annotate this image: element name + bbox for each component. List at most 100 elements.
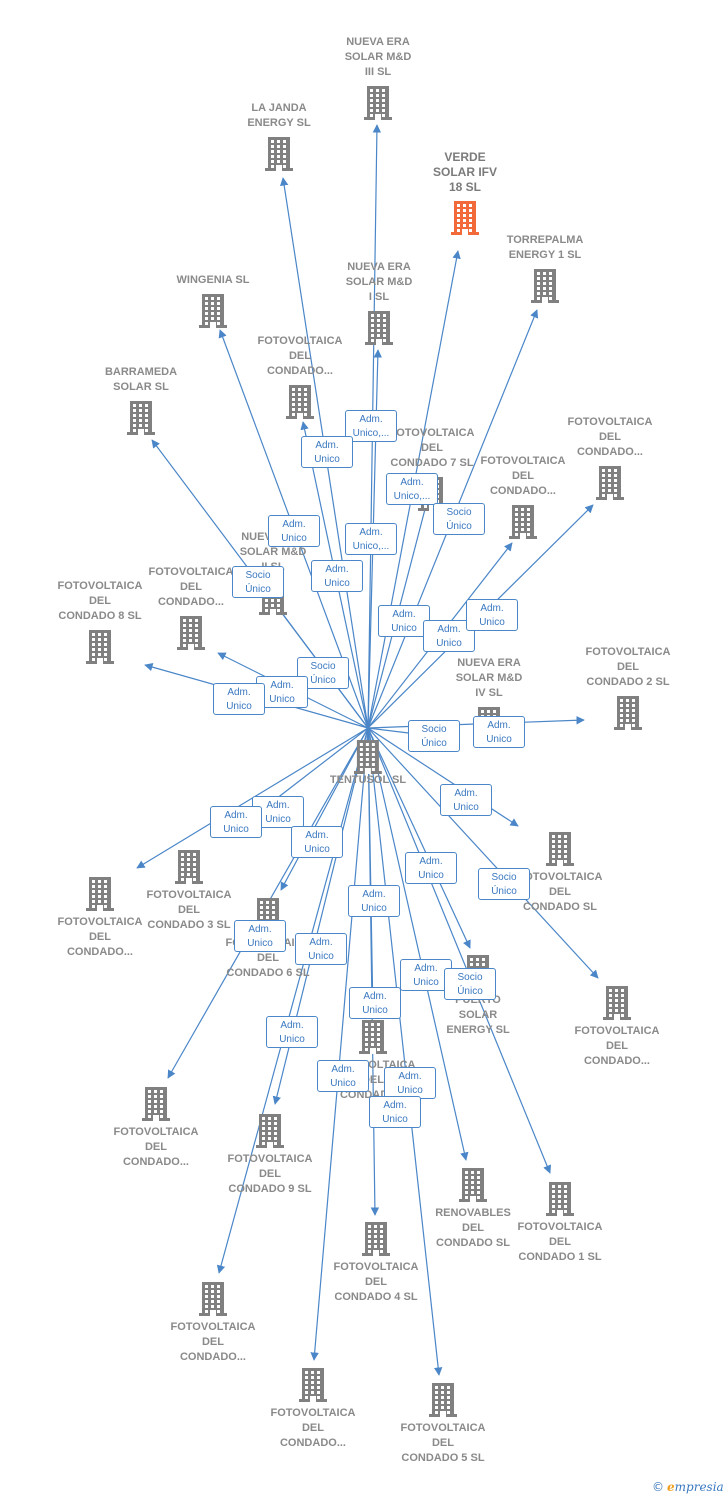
building-icon — [603, 986, 631, 1020]
company-label: FOTOVOLTAICA DEL CONDADO... — [567, 416, 653, 458]
building-icon — [509, 505, 537, 539]
relation-badge-r28[interactable]: Adm. Unico — [349, 987, 401, 1019]
company-node-nueva-era-i[interactable]: NUEVA ERA SOLAR M&D I SL — [314, 260, 444, 345]
relation-badge-r16[interactable]: Adm. Unico — [473, 716, 525, 748]
company-label: FOTOVOLTAICA DEL CONDADO... — [574, 1025, 660, 1067]
company-label: NUEVA ERA SOLAR M&D I SL — [345, 261, 413, 303]
building-icon — [142, 1087, 170, 1121]
building-icon — [359, 1020, 387, 1054]
company-label: FOTOVOLTAICA DEL CONDADO 5 SL — [400, 1422, 486, 1464]
company-label: FOTOVOLTAICA DEL CONDADO... — [257, 335, 343, 377]
company-label: LA JANDA ENERGY SL — [247, 102, 311, 129]
relation-badge-r22[interactable]: Socio Único — [478, 868, 530, 900]
company-label: FOTOVOLTAICA DEL CONDADO 4 SL — [333, 1261, 419, 1303]
company-label: FOTOVOLTAICA DEL CONDADO 7 SL — [389, 427, 475, 469]
building-icon — [451, 201, 479, 235]
company-node-wingenia[interactable]: WINGENIA SL — [148, 273, 278, 328]
company-label: TORREPALMA ENERGY 1 SL — [506, 234, 584, 261]
building-icon — [546, 832, 574, 866]
relation-badge-r15[interactable]: Socio Único — [408, 720, 460, 752]
company-node-fv-condado-a[interactable]: FOTOVOLTAICA DEL CONDADO... — [235, 334, 365, 419]
company-label: NUEVA ERA SOLAR M&D III SL — [344, 36, 412, 78]
building-icon — [256, 1114, 284, 1148]
company-node-fv-condado-d[interactable]: FOTOVOLTAICA DEL CONDADO... — [126, 565, 256, 650]
copyright-icon: © — [652, 1480, 664, 1494]
building-icon — [364, 86, 392, 120]
relation-badge-r6[interactable]: Adm. Unico,... — [345, 523, 397, 555]
company-label: FOTOVOLTAICA DEL CONDADO... — [170, 1321, 256, 1363]
edge-fv-condado-6 — [280, 727, 369, 891]
relation-badge-r1[interactable]: Adm. Unico,... — [345, 410, 397, 442]
company-label: FOTOVOLTAICA DEL CONDADO... — [57, 916, 143, 958]
relation-badge-r2[interactable]: Adm. Unico — [301, 436, 353, 468]
company-node-torrepalma[interactable]: TORREPALMA ENERGY 1 SL — [480, 233, 610, 303]
relation-badge-r8[interactable]: Adm. Unico — [311, 560, 363, 592]
building-icon — [365, 311, 393, 345]
company-node-fv-condado-4[interactable]: FOTOVOLTAICA DEL CONDADO 4 SL — [311, 1222, 441, 1305]
relation-badge-r11[interactable]: Adm. Unico — [466, 599, 518, 631]
company-label: FOTOVOLTAICA DEL CONDADO 1 SL — [517, 1221, 603, 1263]
company-node-fv-condado-c[interactable]: FOTOVOLTAICA DEL CONDADO... — [545, 415, 675, 500]
building-icon — [614, 696, 642, 730]
relation-badge-r14[interactable]: Adm. Unico — [213, 683, 265, 715]
relation-badge-r21[interactable]: Adm. Unico — [405, 852, 457, 884]
company-node-fv-condado-9[interactable]: FOTOVOLTAICA DEL CONDADO 9 SL — [205, 1114, 335, 1197]
relation-badge-r20[interactable]: Adm. Unico — [291, 826, 343, 858]
company-label: FOTOVOLTAICA DEL CONDADO... — [113, 1126, 199, 1168]
building-icon — [596, 466, 624, 500]
company-node-nueva-era-iii[interactable]: NUEVA ERA SOLAR M&D III SL — [313, 35, 443, 120]
edge-fv-condado-j — [310, 727, 369, 1361]
center-company-label: TENTUSOL SL — [329, 774, 407, 786]
center-company-node[interactable]: TENTUSOL SL — [330, 740, 406, 786]
company-node-fv-condado-e[interactable]: FOTOVOLTAICA DEL CONDADO... — [35, 877, 165, 960]
empresia-logo[interactable]: ©empresia — [652, 1480, 724, 1494]
relation-badge-r30[interactable]: Adm. Unico — [317, 1060, 369, 1092]
company-label: FOTOVOLTAICA DEL CONDADO... — [480, 455, 566, 497]
relation-badge-r23[interactable]: Adm. Unico — [348, 885, 400, 917]
company-label: RENOVABLES DEL CONDADO SL — [435, 1207, 511, 1249]
relation-badge-r26[interactable]: Adm. Unico — [400, 959, 452, 991]
relation-badge-r29[interactable]: Adm. Unico — [266, 1016, 318, 1048]
relation-badge-r9[interactable]: Adm. Unico — [378, 605, 430, 637]
company-label: FOTOVOLTAICA DEL CONDADO SL — [517, 871, 603, 913]
company-label: BARRAMEDA SOLAR SL — [104, 366, 178, 393]
company-node-fv-condado-8[interactable]: FOTOVOLTAICA DEL CONDADO 8 SL — [35, 579, 165, 664]
building-icon — [546, 1182, 574, 1216]
relation-badge-r5[interactable]: Adm. Unico — [268, 515, 320, 547]
edge-fv-condado-sl — [367, 727, 519, 827]
company-node-fv-condado-3[interactable]: FOTOVOLTAICA DEL CONDADO 3 SL — [124, 850, 254, 933]
company-node-fv-condado-h[interactable]: FOTOVOLTAICA DEL CONDADO... — [91, 1087, 221, 1170]
relation-badge-r19[interactable]: Adm. Unico — [440, 784, 492, 816]
company-label: VERDE SOLAR IFV 18 SL — [432, 150, 497, 194]
relation-badge-r24[interactable]: Adm. Unico — [234, 920, 286, 952]
company-node-la-janda[interactable]: LA JANDA ENERGY SL — [214, 101, 344, 171]
relation-badge-r3[interactable]: Adm. Unico,... — [386, 473, 438, 505]
relation-badge-r27[interactable]: Socio Único — [444, 968, 496, 1000]
relation-badge-r32[interactable]: Adm. Unico — [369, 1096, 421, 1128]
company-node-fv-condado-b[interactable]: FOTOVOLTAICA DEL CONDADO... — [458, 454, 588, 539]
company-node-fv-condado-sl[interactable]: FOTOVOLTAICA DEL CONDADO SL — [495, 832, 625, 915]
company-node-fv-condado-j[interactable]: FOTOVOLTAICA DEL CONDADO... — [248, 1368, 378, 1451]
company-node-barrameda[interactable]: BARRAMEDA SOLAR SL — [76, 365, 206, 435]
company-label: NUEVA ERA SOLAR M&D IV SL — [455, 657, 523, 699]
company-node-fv-condado-f[interactable]: FOTOVOLTAICA DEL CONDADO... — [552, 986, 682, 1069]
building-icon — [531, 269, 559, 303]
company-label: FOTOVOLTAICA DEL CONDADO... — [270, 1407, 356, 1449]
relation-badge-r4[interactable]: Socio Único — [433, 503, 485, 535]
company-label: WINGENIA SL — [176, 274, 250, 286]
relation-badge-r18[interactable]: Adm. Unico — [210, 806, 262, 838]
relation-badge-r31[interactable]: Adm. Unico — [384, 1067, 436, 1099]
company-node-fv-condado-2[interactable]: FOTOVOLTAICA DEL CONDADO 2 SL — [563, 645, 693, 730]
company-node-renovables[interactable]: RENOVABLES DEL CONDADO SL — [408, 1168, 538, 1251]
relation-badge-r7[interactable]: Socio Único — [232, 566, 284, 598]
company-node-fv-condado-i[interactable]: FOTOVOLTAICA DEL CONDADO... — [148, 1282, 278, 1365]
company-node-fv-condado-1[interactable]: FOTOVOLTAICA DEL CONDADO 1 SL — [495, 1182, 625, 1265]
company-node-verde-solar[interactable]: VERDE SOLAR IFV 18 SL — [400, 150, 530, 235]
company-node-fv-condado-5[interactable]: FOTOVOLTAICA DEL CONDADO 5 SL — [378, 1383, 508, 1466]
building-icon — [265, 137, 293, 171]
relation-badge-r25[interactable]: Adm. Unico — [295, 933, 347, 965]
edge-fv-condado-5 — [367, 727, 443, 1376]
building-icon — [459, 1168, 487, 1202]
edge-fv-condado-4 — [367, 727, 380, 1216]
